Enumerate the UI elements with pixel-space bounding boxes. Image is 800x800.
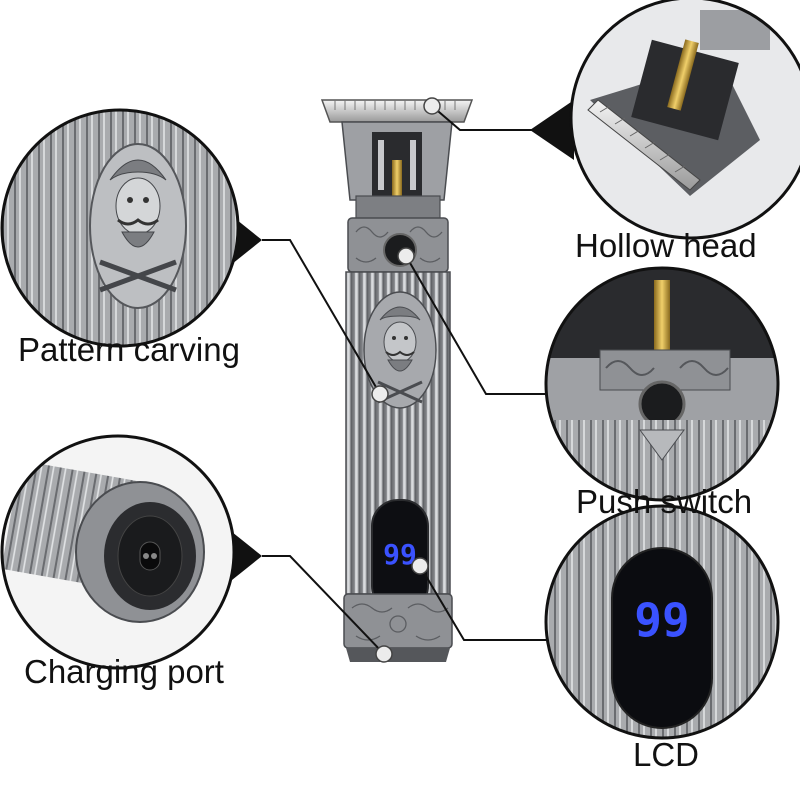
marker-dots xyxy=(371,97,441,663)
detail-charging-port xyxy=(0,434,236,670)
clipper-body: 99 xyxy=(320,99,474,662)
gold-motor-shaft xyxy=(392,160,402,206)
marker-dot-lcd xyxy=(411,557,429,575)
leader-lines xyxy=(262,105,550,655)
detail-circle-border xyxy=(569,0,800,240)
detail-circle-border xyxy=(0,434,236,670)
detail-circle-border xyxy=(544,504,780,740)
detail-circle-border xyxy=(0,108,240,348)
marker-dot-hollow-head xyxy=(423,97,441,115)
detail-hollow-head xyxy=(569,0,800,240)
detail-circle-border xyxy=(544,266,780,502)
charging-base xyxy=(346,648,450,662)
marker-dot-pattern xyxy=(371,385,389,403)
leader-charging-port xyxy=(262,555,385,655)
barber-emblem xyxy=(363,291,437,409)
label-push-switch: Push switch xyxy=(576,483,753,520)
leader-push-switch xyxy=(405,255,550,395)
marker-dot-charging xyxy=(375,645,393,663)
leader-pattern-carving xyxy=(262,239,381,395)
label-lcd: LCD xyxy=(633,736,700,773)
label-hollow-head: Hollow head xyxy=(575,227,757,264)
leader-lcd xyxy=(419,565,550,641)
detail-lcd: 99 xyxy=(544,504,780,740)
label-charging-port: Charging port xyxy=(24,653,224,690)
lcd-zoom-digits: 99 xyxy=(634,593,689,647)
marker-dot-switch xyxy=(397,247,415,265)
bottom-collar xyxy=(343,593,453,649)
detail-pattern-carving xyxy=(0,108,240,348)
lcd-digits: 99 xyxy=(383,538,417,571)
detail-push-switch xyxy=(544,266,780,502)
label-pattern-carving: Pattern carving xyxy=(18,331,240,368)
leader-hollow-head xyxy=(431,105,544,131)
